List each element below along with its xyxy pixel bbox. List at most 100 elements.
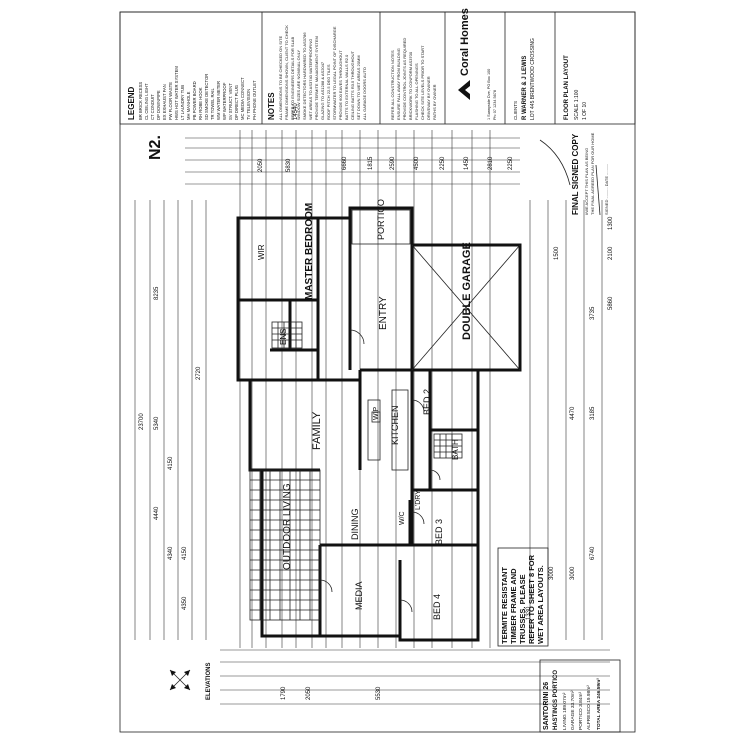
svg-text:REFER TO ENGINEERS DETAILS FOR: REFER TO ENGINEERS DETAILS FOR SLAB — [290, 37, 295, 120]
notes-block: NOTES ALL DIMENSIONS TO BE CHECKED ON SI… — [267, 25, 367, 120]
wet-area-hatching — [271, 321, 463, 459]
svg-text:CT CONDUIT: CT CONDUIT — [150, 94, 155, 120]
svg-text:Ph: 07 1234 5678: Ph: 07 1234 5678 — [493, 90, 497, 120]
svg-text:DP DOWNPIPE: DP DOWNPIPE — [156, 90, 161, 120]
room-ens: ENS — [279, 329, 288, 345]
sheet-number: 1 OF 10 — [582, 102, 588, 120]
svg-text:PROVIDE TERMITE MANAGEMENT SYS: PROVIDE TERMITE MANAGEMENT SYSTEM — [314, 36, 319, 120]
client-lot: LOT 445 BRENTWOOD CROSSING — [530, 38, 536, 120]
dim-strings-bottom: 1790 2050 5530 1330 3000 3000 6740 — [220, 546, 610, 705]
area-alfresco: ALFRESCO 19.98m² — [586, 685, 592, 730]
logo-text: Coral Homes — [459, 8, 471, 76]
bottom-title-strip: SANTORINI 26 HASTINGS PORTICO LIVING 189… — [539, 659, 621, 733]
area-portico: PORTICO 3.84m² — [578, 692, 584, 730]
dim-right-3: 4470 — [570, 406, 576, 420]
dim-top-8: 2810 — [488, 156, 494, 170]
area-garage: GARAGE 33.70m² — [570, 690, 576, 730]
dim-bottom-5: 3000 — [570, 566, 576, 580]
dim-top-4: 2590 — [390, 156, 396, 170]
coral-homes-logo: Coral Homes — [458, 8, 471, 100]
svg-text:PATHS BY OWNER: PATHS BY OWNER — [432, 84, 437, 120]
dim-strings-left: 23700 8235 5340 4440 4150 4340 4350 4150… — [134, 200, 207, 640]
sheet-info: FLOOR PLAN LAYOUT SCALE 1:100 1 OF 10 — [564, 55, 588, 120]
client-name: R WARNER & J LEWIS — [522, 56, 528, 120]
svg-text:PROVIDE CONTROL JOINTS AS REQU: PROVIDE CONTROL JOINTS AS REQUIRED — [402, 38, 407, 120]
dim-top-5: 4500 — [414, 156, 420, 170]
area-living: LIVING 189.07m² — [562, 692, 568, 730]
svg-text:ROOF PITCH 22.5 DEG TILES: ROOF PITCH 22.5 DEG TILES — [326, 64, 331, 120]
svg-text:PH PHONE OUTLET: PH PHONE OUTLET — [252, 80, 257, 120]
dim-left-7: 8235 — [154, 286, 160, 300]
dim-bottom-0: 1790 — [281, 686, 287, 700]
svg-text:PROVIDE 600 EAVES THROUGHOUT: PROVIDE 600 EAVES THROUGHOUT — [338, 50, 343, 120]
svg-text:CHECK SITE LEVELS PRIOR TO STA: CHECK SITE LEVELS PRIOR TO START — [420, 45, 425, 120]
svg-text:LT LAUNDRY TUB: LT LAUNDRY TUB — [180, 85, 185, 120]
room-family: FAMILY — [311, 411, 323, 450]
svg-text:THE FINAL AGREED PLAN FOR OUR: THE FINAL AGREED PLAN FOR OUR HOME — [590, 132, 595, 215]
svg-text:ENSURE FALL AWAY FROM BUILDING: ENSURE FALL AWAY FROM BUILDING — [396, 48, 401, 120]
svg-text:ALL GARAGE DOORS AUTO: ALL GARAGE DOORS AUTO — [362, 67, 367, 120]
svg-text:WET AREAS TO AS3740 WATERPROOF: WET AREAS TO AS3740 WATERPROOFING — [308, 39, 313, 120]
svg-text:ALL DIMENSIONS TO BE CHECKED O: ALL DIMENSIONS TO BE CHECKED ON SITE — [278, 36, 283, 121]
dim-left-3: 4350 — [182, 596, 188, 610]
dim-bottom-2: 5530 — [376, 686, 382, 700]
svg-text:EX EXHAUST FAN: EX EXHAUST FAN — [162, 84, 167, 120]
room-wip: WIP — [373, 406, 380, 420]
notes-title: NOTES — [267, 92, 276, 120]
stamp-signature-mark — [539, 139, 571, 186]
dim-bottom-4: 3000 — [549, 566, 555, 580]
room-kitchen: KITCHEN — [390, 405, 400, 445]
plan-title: SANTORINI 26 — [543, 682, 550, 730]
dim-right-1: 2100 — [608, 246, 614, 260]
svg-text:TV TELEVISION: TV TELEVISION — [246, 89, 251, 120]
svg-text:MH MANHOLE: MH MANHOLE — [186, 91, 191, 120]
svg-text:SMOKE DETECTORS HARDWIRED TO A: SMOKE DETECTORS HARDWIRED TO AS3786 — [302, 32, 307, 120]
legend-title: LEGEND — [127, 86, 136, 120]
dim-right-5: 3735 — [590, 306, 596, 320]
dim-top-7: 1450 — [464, 156, 470, 170]
dim-top-9: 2250 — [508, 156, 514, 170]
dim-left-6: 2720 — [196, 366, 202, 380]
svg-text:SET DOWN TO WET AREAS 20MM: SET DOWN TO WET AREAS 20MM — [356, 55, 361, 120]
dim-left-1: 4150 — [168, 456, 174, 470]
client-block: CLIENTS R WARNER & J LEWIS LOT 445 BRENT… — [513, 38, 536, 120]
notes-block-2: REFER ALL CONSTRUCTION NOTES ENSURE FALL… — [390, 38, 437, 120]
room-labels: MASTER BEDROOM ENS WIR PORTICO ENTRY DOU… — [257, 199, 473, 620]
dim-strings-right: 1300 2100 5860 4470 3185 3735 1500 — [529, 200, 614, 640]
dim-left-4: 4150 — [182, 546, 188, 560]
dim-overall-left: 23700 — [139, 413, 145, 430]
room-bed4: BED 4 — [432, 594, 442, 620]
dim-bottom-3: 1330 — [526, 606, 532, 620]
room-bath: BATH — [451, 439, 460, 460]
plan-subtitle: HASTINGS PORTICO — [553, 670, 559, 730]
room-portico: PORTICO — [376, 199, 386, 240]
elevations-symbol: ELEVATIONS — [169, 663, 212, 700]
svg-text:RH ROBE HOOK: RH ROBE HOOK — [198, 87, 203, 120]
svg-text:FRAME DIMENSIONS SHOWN, CLIENT: FRAME DIMENSIONS SHOWN, CLIENT TO CHECK — [284, 25, 289, 120]
north-label: N2. — [147, 135, 164, 160]
room-media: MEDIA — [354, 581, 364, 610]
svg-text:REFER ALL CONSTRUCTION NOTES: REFER ALL CONSTRUCTION NOTES — [390, 50, 395, 120]
svg-text:SV STRUCT. VENT: SV STRUCT. VENT — [228, 83, 233, 120]
dim-left-0: 4440 — [154, 506, 160, 520]
svg-text:WINDOW SIZES ARE NOMINAL ONLY: WINDOW SIZES ARE NOMINAL ONLY — [296, 49, 301, 120]
svg-text:MC MEDIA CONNECT: MC MEDIA CONNECT — [240, 77, 245, 120]
svg-text:FW FLOOR WASTE: FW FLOOR WASTE — [168, 82, 173, 120]
dim-top-6: 2250 — [440, 156, 446, 170]
outdoor-living-paving — [249, 469, 321, 621]
svg-text:SD SMOKE DETECTOR: SD SMOKE DETECTOR — [204, 74, 209, 120]
room-wc: W/C — [399, 511, 406, 525]
svg-text:BRICKWORK TO CONFORM AS3700: BRICKWORK TO CONFORM AS3700 — [408, 51, 413, 120]
room-entry: ENTRY — [378, 296, 389, 330]
room-dining: DINING — [350, 509, 360, 541]
svg-text:GLAZING TO AS1288 & AS2047: GLAZING TO AS1288 & AS2047 — [320, 61, 325, 120]
svg-text:DP DIRECT PLUG: DP DIRECT PLUG — [234, 85, 239, 120]
svg-text:PB POWER BOARD: PB POWER BOARD — [192, 81, 197, 120]
dim-bottom-1: 2050 — [306, 686, 312, 700]
svg-text:TR TOWEL RAIL: TR TOWEL RAIL — [210, 88, 215, 120]
dim-top-1: 5830 — [286, 158, 292, 172]
